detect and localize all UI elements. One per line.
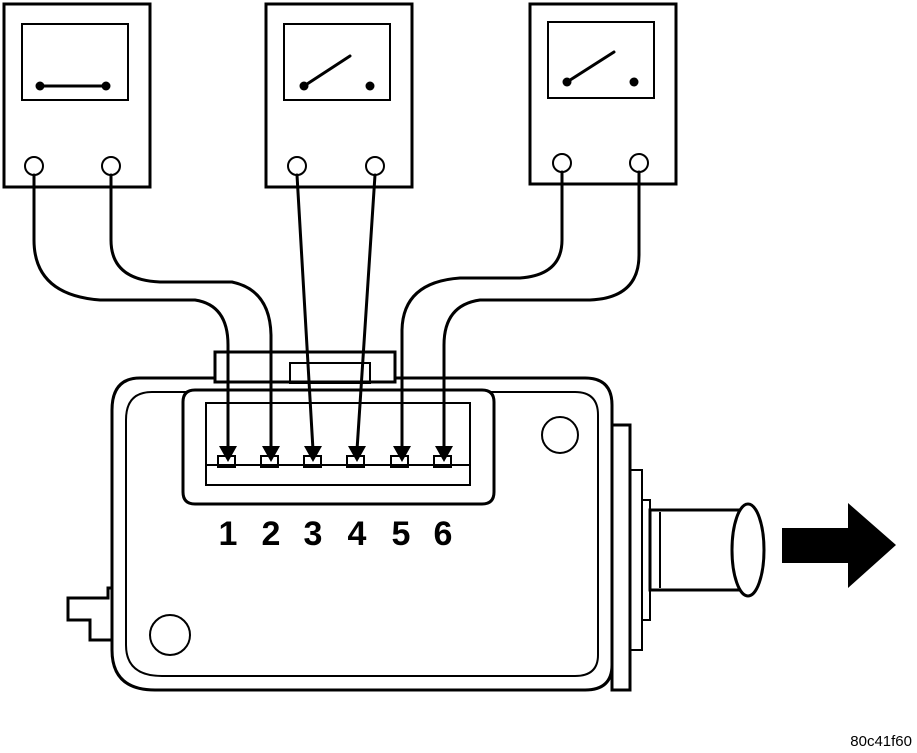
pin-label-6: 6	[434, 515, 453, 553]
pin-label-5: 5	[392, 515, 411, 553]
connector-latch	[213, 350, 397, 384]
connector-shroud	[181, 388, 496, 506]
pin-label-4: 4	[348, 515, 367, 553]
meter-2-case	[264, 2, 414, 189]
meter-1-display	[21, 23, 129, 101]
pin-label-3: 3	[304, 515, 323, 553]
meter-2	[264, 2, 414, 189]
switch-body	[66, 350, 766, 692]
meter-3-case	[528, 2, 678, 186]
mounting-hole-bottom	[149, 614, 191, 656]
lead-meter1-pin2	[109, 173, 273, 452]
meter-3	[528, 2, 678, 186]
lead-tip-6	[435, 446, 453, 462]
meter-3-switch-open-icon	[562, 50, 639, 87]
mounting-hole-top	[541, 416, 579, 454]
meter-3-display	[547, 21, 655, 99]
pin-label-2: 2	[262, 515, 281, 553]
pin-label-1: 1	[219, 515, 238, 553]
lead-meter2-pin4	[355, 173, 377, 452]
figure-code: 80c41f60	[850, 733, 912, 750]
lead-tip-1	[219, 446, 237, 462]
lead-meter3-pin5	[400, 170, 564, 452]
plunger-head	[730, 502, 766, 598]
lead-meter1-pin1	[32, 173, 230, 452]
meter-2-display	[283, 23, 391, 101]
test-leads	[32, 170, 641, 462]
lead-tip-2	[262, 446, 280, 462]
lead-tip-5	[393, 446, 411, 462]
flange	[610, 423, 632, 692]
meter-2-switch-open-icon	[299, 54, 375, 91]
arrow-right-icon	[782, 503, 896, 588]
lead-meter3-pin6	[442, 170, 641, 452]
meter-1-case	[2, 2, 152, 189]
meter-1-switch-closed-icon	[35, 81, 111, 91]
lead-tip-4	[348, 446, 366, 462]
meter-1	[2, 2, 152, 189]
lead-tip-3	[304, 446, 322, 462]
lead-meter2-pin3	[295, 173, 315, 452]
pin-labels: 1 2 3 4 5 6	[219, 515, 453, 553]
